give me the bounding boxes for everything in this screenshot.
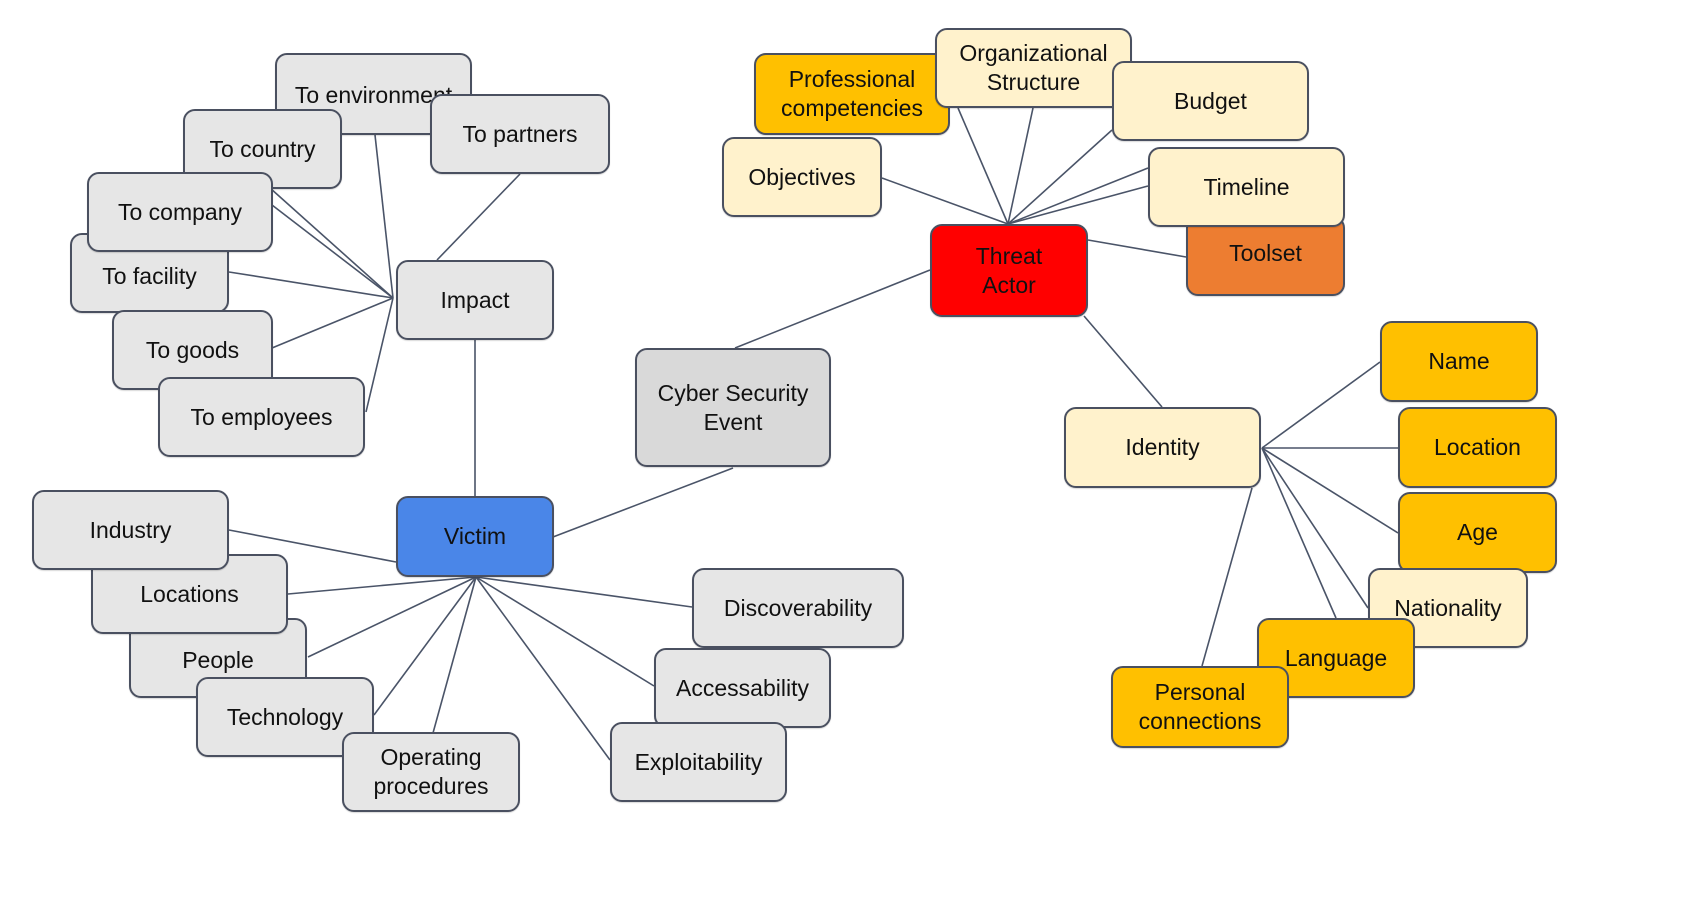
edge-identity-language (1261, 447, 1337, 619)
node-label: Locations (140, 580, 239, 607)
node-label: Professional competencies (781, 66, 923, 121)
edge-victim-locations (287, 576, 477, 595)
node-label: To partners (462, 120, 578, 147)
edge-threat-timeline-1 (1007, 167, 1149, 225)
node-victim: Victim (396, 496, 554, 577)
node-label: Industry (89, 516, 172, 543)
node-threat-actor: Threat Actor (930, 224, 1088, 317)
node-discoverability: Discoverability (692, 568, 904, 648)
edge-impact-to-goods (271, 297, 394, 349)
edge-center-threat-actor (734, 269, 931, 349)
edge-victim-discoverability (475, 576, 693, 608)
node-label: Location (1434, 434, 1521, 461)
edge-impact-to-country (269, 187, 394, 299)
node-impact: Impact (396, 260, 554, 340)
node-label: Threat Actor (975, 242, 1043, 298)
edge-victim-people (307, 576, 477, 658)
edge-victim-accessability (475, 576, 655, 687)
node-label: Operating procedures (373, 744, 489, 799)
node-label: Discoverability (723, 594, 873, 621)
node-to-goods: To goods (112, 310, 273, 390)
edge-identity-name (1261, 361, 1381, 449)
node-identity: Identity (1064, 407, 1261, 488)
node-label: People (182, 647, 254, 673)
node-budget: Budget (1112, 61, 1309, 141)
node-label: Nationality (1394, 594, 1502, 621)
node-label: Technology (226, 703, 344, 730)
edge-threat-organizational (1007, 107, 1034, 225)
node-label: To goods (145, 336, 240, 363)
node-label: Identity (1125, 434, 1200, 461)
node-label: Cyber Security Event (657, 379, 809, 435)
edge-impact-to-partners (436, 173, 521, 261)
edge-threat-identity (1083, 315, 1163, 408)
edge-impact-to-facility (228, 271, 394, 299)
edge-threat-toolset (1087, 239, 1187, 258)
node-industry: Industry (32, 490, 229, 570)
node-timeline: Timeline (1148, 147, 1345, 227)
node-cyber-security-event: Cyber Security Event (635, 348, 831, 467)
edge-threat-timeline-2 (1007, 185, 1149, 225)
node-to-partners: To partners (430, 94, 610, 174)
node-label: To company (117, 198, 242, 225)
node-label: Toolset (1229, 240, 1302, 267)
node-organizational-structure: Organizational Structure (935, 28, 1132, 108)
edge-impact-to-employees (365, 297, 394, 413)
node-label: Personal connections (1138, 679, 1262, 734)
node-accessability: Accessability (654, 648, 831, 728)
node-label: Objectives (748, 163, 856, 190)
node-label: Timeline (1203, 173, 1290, 200)
node-age: Age (1398, 492, 1557, 573)
node-professional-competencies: Professional competencies (754, 53, 950, 135)
node-label: To country (209, 135, 316, 162)
edge-victim-industry (228, 529, 397, 563)
edge-threat-objectives (881, 177, 1009, 225)
node-operating-procedures: Operating procedures (342, 732, 520, 812)
node-label: Exploitability (634, 748, 763, 775)
edge-identity-personal-connections (1201, 487, 1253, 667)
node-location: Location (1398, 407, 1557, 488)
node-to-employees: To employees (158, 377, 365, 457)
edge-victim-technology (373, 576, 477, 716)
node-label: Accessability (676, 674, 809, 701)
node-label: Impact (440, 286, 510, 313)
edge-impact-to-environment (374, 134, 394, 299)
node-label: Organizational Structure (959, 40, 1108, 95)
node-toolset: Toolset (1186, 216, 1345, 296)
edge-victim-exploitability (475, 576, 611, 761)
node-label: Age (1457, 519, 1498, 546)
node-label: Victim (443, 523, 507, 550)
edge-identity-age (1261, 447, 1399, 534)
node-to-company: To company (87, 172, 273, 252)
edge-identity-nationality (1261, 447, 1369, 609)
node-label: Language (1284, 644, 1388, 671)
edge-center-victim (552, 467, 734, 538)
node-label: To environment (294, 82, 453, 108)
node-label: Budget (1174, 87, 1247, 114)
edge-impact-to-company (271, 204, 394, 299)
node-label: To facility (102, 263, 197, 289)
edge-victim-operating-procedures (432, 576, 477, 734)
node-exploitability: Exploitability (610, 722, 787, 802)
node-label: To employees (190, 403, 333, 430)
node-personal-connections: Personal connections (1111, 666, 1289, 748)
node-label: Name (1428, 348, 1490, 375)
edge-threat-professional (957, 107, 1009, 225)
node-objectives: Objectives (722, 137, 882, 217)
edge-threat-budget (1007, 129, 1113, 225)
node-name: Name (1380, 321, 1538, 402)
